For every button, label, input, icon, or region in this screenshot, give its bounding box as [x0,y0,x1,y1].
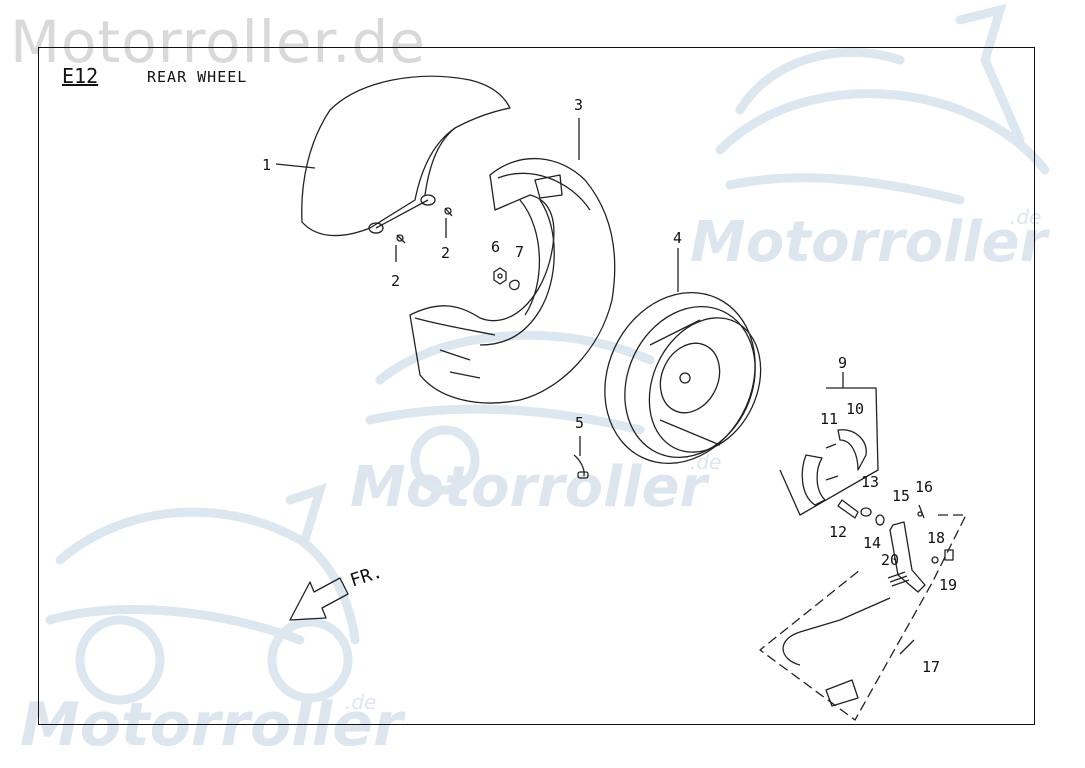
tyre-part [409,157,616,404]
callout-1: 1 [262,156,272,174]
diagram-code: E12 [62,64,99,88]
callout-5: 5 [575,414,585,432]
diagram-frame [38,47,1035,725]
watermark-middle-suffix: .de [690,450,722,474]
callout-3: 3 [574,96,584,114]
callout-2-left: 2 [391,272,401,290]
rear-mudguard-part [301,75,511,237]
callout-16: 16 [915,478,934,496]
brake-arm-part [889,504,926,593]
callout-19: 19 [939,576,958,594]
watermark-bottom: Motorroller [20,690,403,760]
valve-part [573,454,589,479]
watermark-top: Motorroller.de [10,8,427,76]
callout-11: 11 [820,410,839,428]
callout-6: 6 [491,238,501,256]
watermark-right: Motorroller [690,210,1048,275]
callout-7: 7 [515,243,525,261]
clip-part [508,279,520,291]
callout-14: 14 [863,534,882,552]
callout-9: 9 [838,354,848,372]
brake-cam-part [837,499,885,526]
watermark-middle: Motorroller [350,455,708,520]
callout-2-right: 2 [441,244,451,262]
callout-13: 13 [861,473,880,491]
diagram-title: REAR WHEEL [147,68,248,86]
bolt-part [396,207,453,244]
callout-20: 20 [881,551,900,569]
watermark-bottom-suffix: .de [345,690,377,714]
direction-arrow [289,577,349,621]
callout-17: 17 [922,658,941,676]
rim-part [604,291,762,465]
brake-cable-group [759,514,967,721]
callout-12: 12 [829,523,848,541]
callout-15: 15 [892,487,911,505]
callout-4: 4 [673,229,683,247]
nut-part [493,267,507,285]
watermark-right-suffix: .de [1010,205,1042,229]
callout-18: 18 [927,529,946,547]
callout-10: 10 [846,400,865,418]
brake-shoe-group [779,387,879,516]
